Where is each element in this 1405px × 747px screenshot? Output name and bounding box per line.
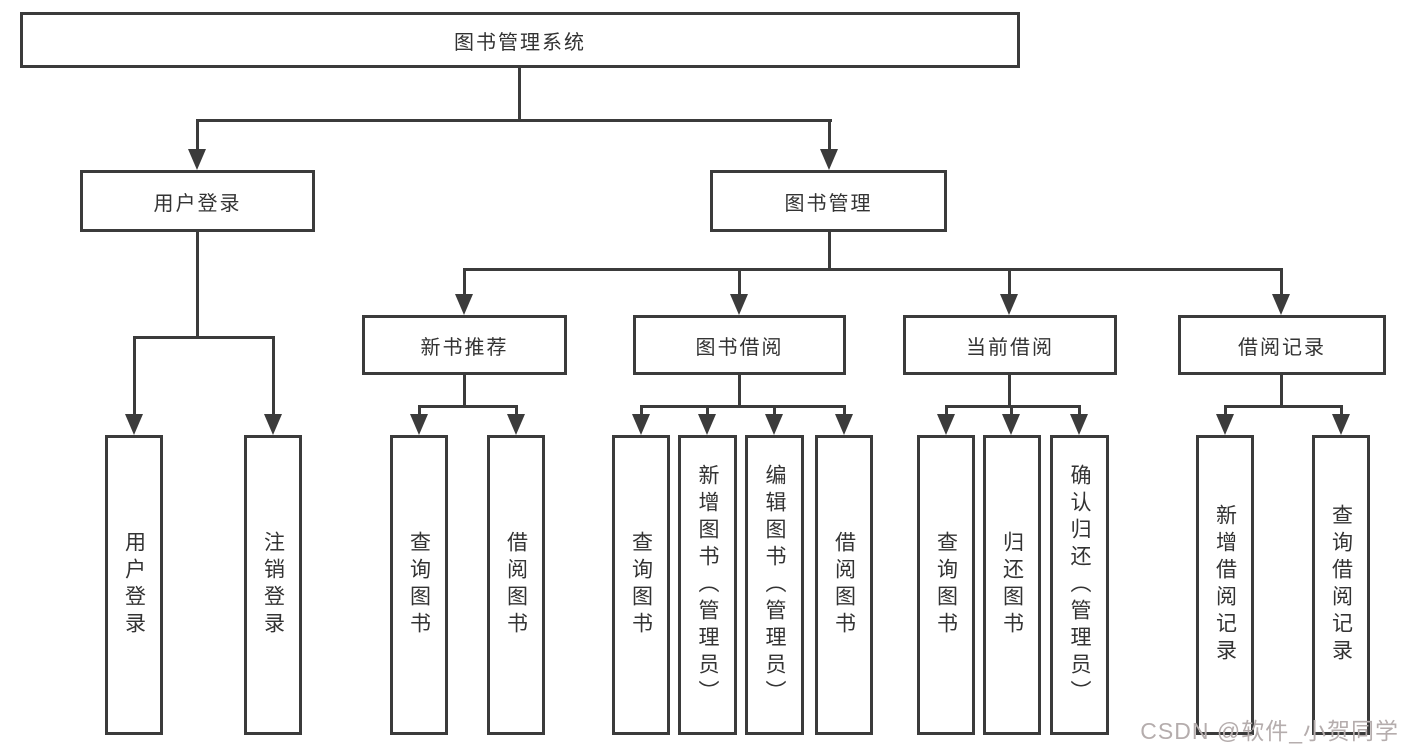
arrowhead-down-icon xyxy=(455,294,473,315)
leaf-add-books-admin-label: 新增图书（管理员） xyxy=(696,463,719,707)
leaf-confirm-return-admin-label: 确认归还（管理员） xyxy=(1068,463,1091,707)
line xyxy=(1340,405,1343,416)
line xyxy=(133,336,275,339)
arrowhead-down-icon xyxy=(937,414,955,435)
arrowhead-down-icon xyxy=(632,414,650,435)
line xyxy=(196,119,832,122)
leaf-edit-books-admin: 编辑图书（管理员） xyxy=(745,435,804,735)
arrowhead-down-icon xyxy=(507,414,525,435)
node-book-borrow-label: 图书借阅 xyxy=(695,336,784,359)
arrowhead-down-icon xyxy=(1070,414,1088,435)
node-borrow-records-label: 借阅记录 xyxy=(1238,336,1326,359)
leaf-borrow-books-2-label: 借阅图书 xyxy=(832,531,856,639)
node-root: 图书管理系统 xyxy=(20,12,1020,68)
line xyxy=(463,375,466,406)
leaf-add-borrow-record: 新增借阅记录 xyxy=(1196,435,1254,735)
arrowhead-down-icon xyxy=(698,414,716,435)
leaf-add-books-admin: 新增图书（管理员） xyxy=(678,435,737,735)
leaf-borrow-books-1: 借阅图书 xyxy=(487,435,545,735)
leaf-query-borrow-record-label: 查询借阅记录 xyxy=(1329,504,1353,666)
arrowhead-down-icon xyxy=(1332,414,1350,435)
arrowhead-down-icon xyxy=(410,414,428,435)
line xyxy=(945,405,948,416)
line xyxy=(133,336,136,416)
leaf-borrow-books-2: 借阅图书 xyxy=(815,435,873,735)
line xyxy=(738,375,741,406)
line xyxy=(1008,375,1011,406)
line xyxy=(1008,268,1011,296)
leaf-query-books-1-label: 查询图书 xyxy=(407,531,431,639)
leaf-add-borrow-record-label: 新增借阅记录 xyxy=(1213,504,1237,666)
node-current-borrow: 当前借阅 xyxy=(903,315,1117,375)
line xyxy=(196,232,199,337)
line xyxy=(1280,268,1283,296)
line xyxy=(463,268,1283,271)
arrowhead-down-icon xyxy=(1272,294,1290,315)
line xyxy=(1280,375,1283,406)
leaf-return-books-label: 归还图书 xyxy=(1000,531,1024,639)
arrowhead-down-icon xyxy=(125,414,143,435)
leaf-query-books-1: 查询图书 xyxy=(390,435,448,735)
line xyxy=(1224,405,1227,416)
leaf-logout: 注销登录 xyxy=(244,435,302,735)
line xyxy=(196,119,199,151)
line xyxy=(773,405,776,416)
node-book-management-label: 图书管理 xyxy=(784,192,873,215)
line xyxy=(828,232,831,269)
line xyxy=(463,268,466,296)
leaf-query-books-3-label: 查询图书 xyxy=(934,531,958,639)
leaf-return-books: 归还图书 xyxy=(983,435,1041,735)
leaf-query-books-2: 查询图书 xyxy=(612,435,670,735)
arrowhead-down-icon xyxy=(835,414,853,435)
leaf-query-books-3: 查询图书 xyxy=(917,435,975,735)
line xyxy=(640,405,643,416)
node-book-borrow: 图书借阅 xyxy=(633,315,846,375)
line xyxy=(843,405,846,416)
node-current-borrow-label: 当前借阅 xyxy=(966,336,1054,359)
node-user-login: 用户登录 xyxy=(80,170,315,232)
node-book-management: 图书管理 xyxy=(710,170,947,232)
line xyxy=(418,405,421,416)
node-new-book-recommend-label: 新书推荐 xyxy=(420,336,509,359)
line xyxy=(515,405,518,416)
leaf-query-borrow-record: 查询借阅记录 xyxy=(1312,435,1370,735)
arrowhead-down-icon xyxy=(820,149,838,170)
leaf-user-login-label: 用户登录 xyxy=(122,531,146,639)
line xyxy=(1224,405,1342,408)
node-new-book-recommend: 新书推荐 xyxy=(362,315,567,375)
arrowhead-down-icon xyxy=(730,294,748,315)
line xyxy=(738,268,741,296)
arrowhead-down-icon xyxy=(188,149,206,170)
node-root-label: 图书管理系统 xyxy=(454,31,586,54)
line xyxy=(640,405,845,408)
arrowhead-down-icon xyxy=(765,414,783,435)
leaf-logout-label: 注销登录 xyxy=(261,531,285,639)
leaf-confirm-return-admin: 确认归还（管理员） xyxy=(1050,435,1109,735)
line xyxy=(1010,405,1013,416)
arrowhead-down-icon xyxy=(264,414,282,435)
arrowhead-down-icon xyxy=(1216,414,1234,435)
arrowhead-down-icon xyxy=(1000,294,1018,315)
leaf-borrow-books-1-label: 借阅图书 xyxy=(504,531,528,639)
arrowhead-down-icon xyxy=(1002,414,1020,435)
leaf-user-login: 用户登录 xyxy=(105,435,163,735)
line xyxy=(418,405,518,408)
line xyxy=(1078,405,1081,416)
node-user-login-label: 用户登录 xyxy=(153,192,242,215)
line xyxy=(828,119,831,151)
leaf-edit-books-admin-label: 编辑图书（管理员） xyxy=(763,463,786,707)
csdn-watermark: CSDN @软件_小贺同学 xyxy=(1140,718,1399,744)
line xyxy=(272,336,275,416)
leaf-query-books-2-label: 查询图书 xyxy=(629,531,653,639)
node-borrow-records: 借阅记录 xyxy=(1178,315,1386,375)
line xyxy=(518,68,521,120)
line xyxy=(706,405,709,416)
